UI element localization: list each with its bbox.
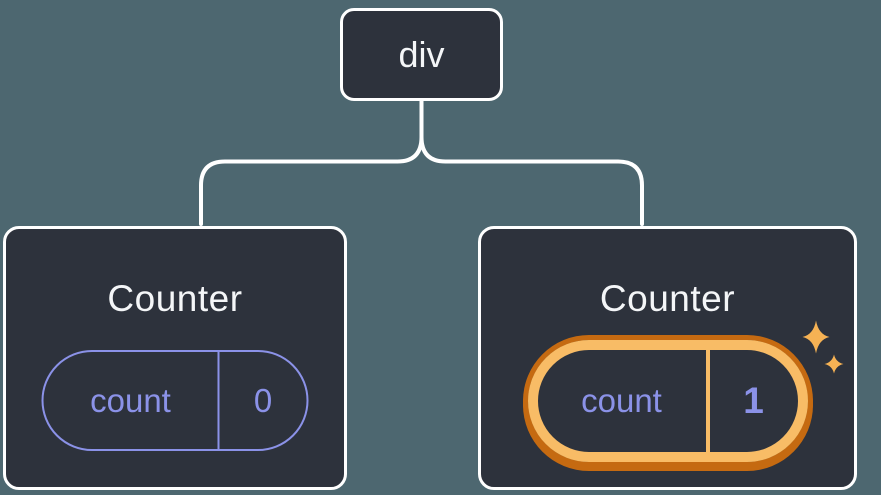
counter-node-right: Counter count 1 xyxy=(478,226,857,490)
counter-title: Counter xyxy=(107,278,243,319)
connector-branch-right xyxy=(419,135,644,226)
state-pill: count 0 xyxy=(41,350,309,451)
root-node-div: div xyxy=(340,8,503,101)
state-value: 0 xyxy=(217,352,307,449)
state-value: 1 xyxy=(705,350,798,452)
connector-branch-left xyxy=(199,135,424,226)
counter-node-left: Counter count 0 xyxy=(3,226,347,490)
counter-title: Counter xyxy=(599,278,736,319)
state-key-label: count xyxy=(90,381,171,419)
root-node-label: div xyxy=(398,33,445,75)
state-pill-highlighted: count 1 xyxy=(527,340,808,462)
state-key-label: count xyxy=(581,382,662,419)
